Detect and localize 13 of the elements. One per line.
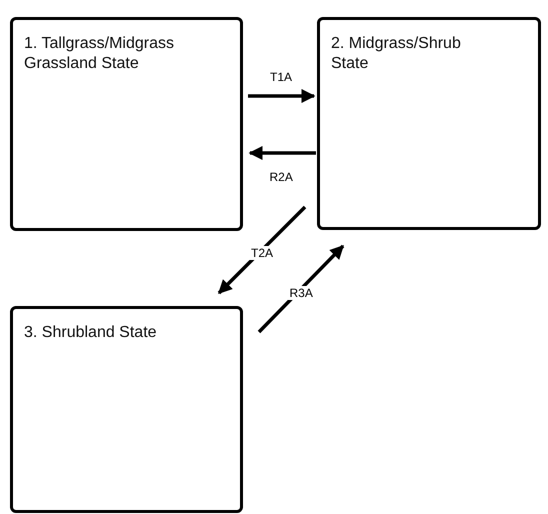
- transition-arrow: [248, 146, 316, 160]
- edge-label: T1A: [268, 70, 294, 84]
- state-title: 3. Shrubland State: [24, 323, 158, 343]
- state-box: [10, 17, 243, 231]
- state-box: [317, 17, 541, 230]
- transition-arrow: [248, 89, 316, 103]
- edge-label: R3A: [288, 286, 315, 300]
- state-box: [10, 306, 243, 513]
- transition-arrow: [258, 244, 344, 334]
- state-title: 1. Tallgrass/Midgrass Grassland State: [24, 34, 175, 74]
- state-title: 2. Midgrass/Shrub State: [331, 34, 462, 74]
- edge-label: T2A: [249, 246, 276, 260]
- edge-label: R2A: [268, 170, 295, 184]
